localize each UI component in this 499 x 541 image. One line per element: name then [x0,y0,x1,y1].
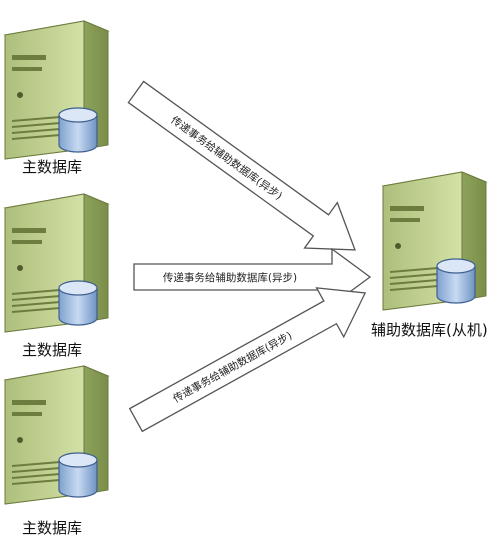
database-icon [58,107,98,153]
replication-arrow-1: 传递事务给辅助数据库(异步) [127,80,356,251]
primary-server-3 [3,365,110,505]
arrow-shape [127,80,356,251]
primary-server-1-label: 主数据库 [22,158,83,176]
primary-server-3-label: 主数据库 [22,519,83,537]
secondary-server [381,171,488,311]
arrow-label: 传递事务给辅助数据库(异步) [171,329,295,405]
arrow-label: 传递事务给辅助数据库(异步) [168,113,284,202]
arrow-shape [128,287,367,433]
primary-server-2 [3,193,110,333]
database-icon [436,258,476,304]
replication-arrow-3: 传递事务给辅助数据库(异步) [128,287,367,433]
secondary-server-label: 辅助数据库(从机) [371,321,488,339]
database-icon [58,280,98,326]
database-icon [58,452,98,498]
primary-server-2-label: 主数据库 [22,341,83,359]
arrow-label: 传递事务给辅助数据库(异步) [163,271,297,284]
primary-server-1 [3,20,110,160]
